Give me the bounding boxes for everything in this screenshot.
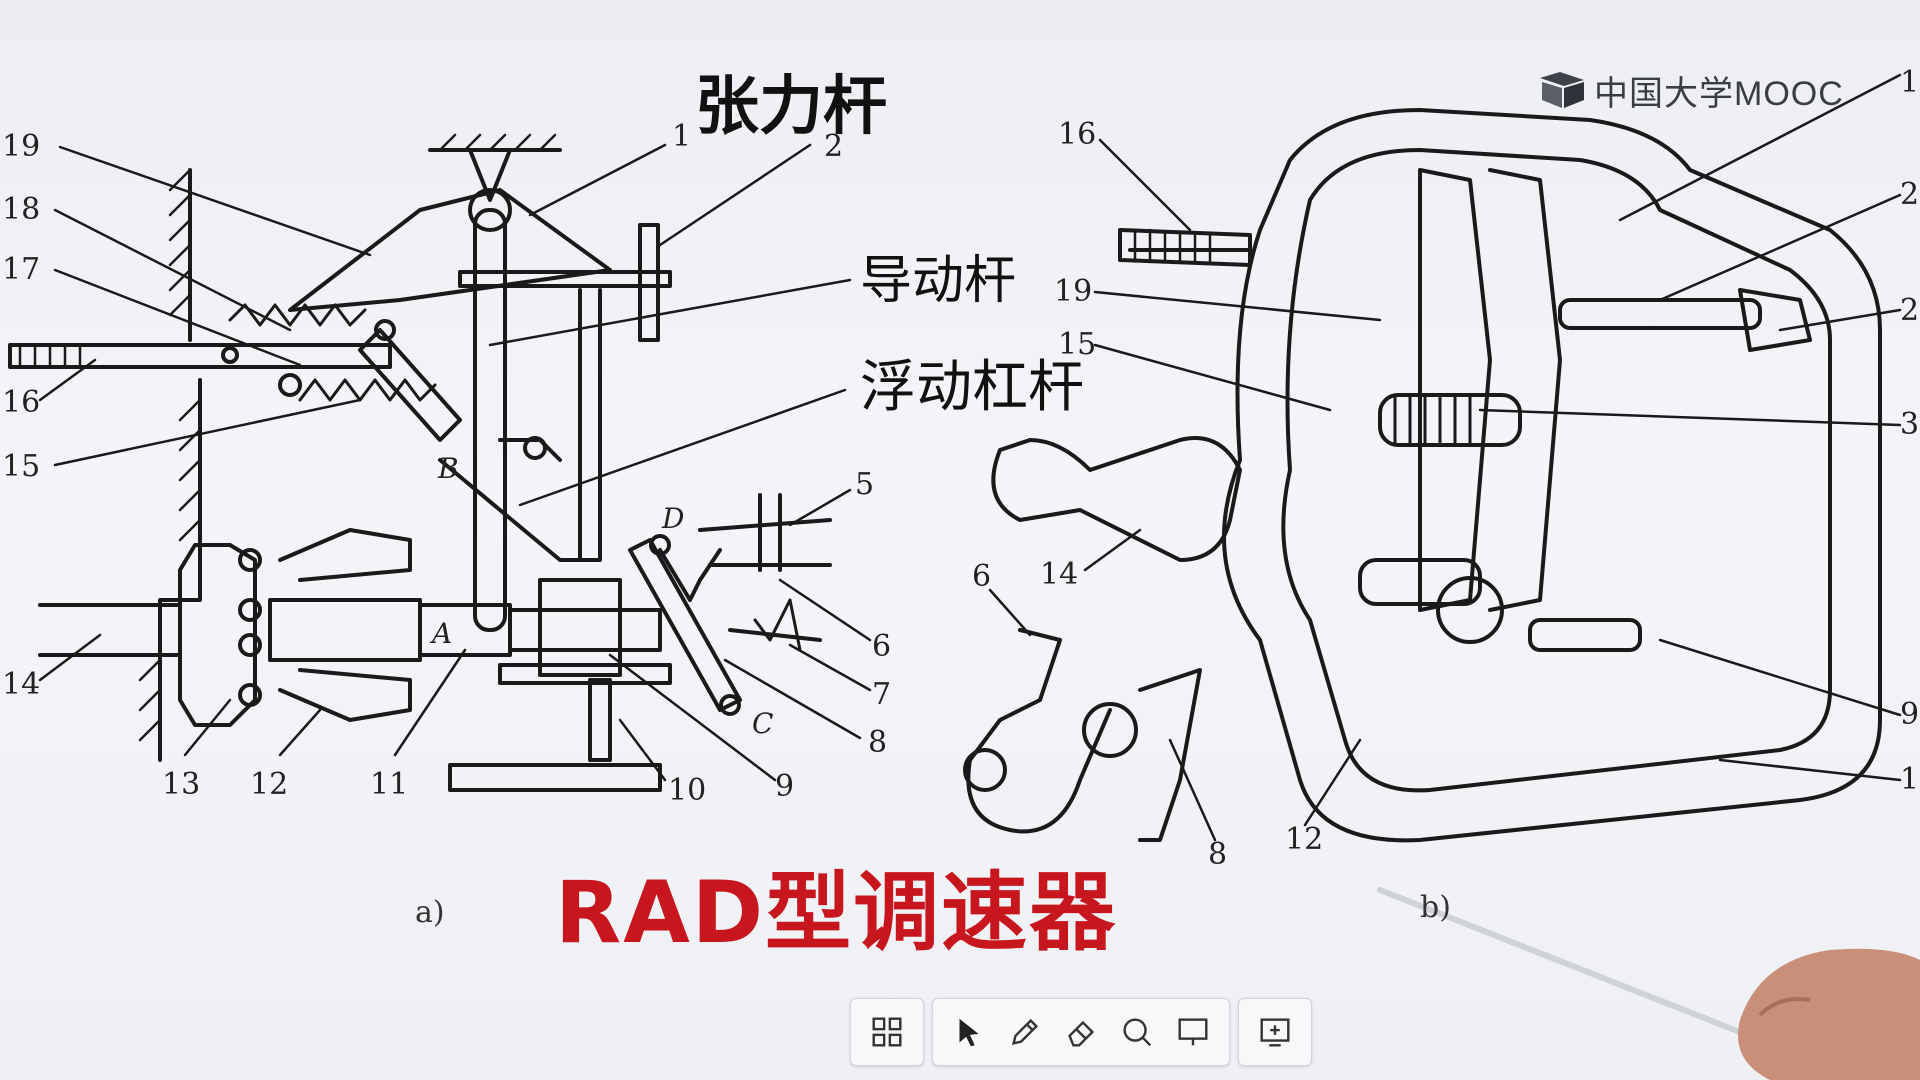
part-label: 11	[370, 767, 409, 802]
part-label: 9	[1900, 697, 1920, 732]
part-label: 2	[1900, 177, 1920, 212]
part-label: 19	[1054, 274, 1093, 309]
toolbar-group-tools	[932, 998, 1230, 1066]
part-label: 9	[775, 769, 795, 804]
presentation-button[interactable]	[1165, 1004, 1221, 1060]
part-label: 12	[1285, 822, 1324, 857]
part-label: 1	[1900, 65, 1920, 100]
part-label: 8	[1208, 837, 1228, 872]
search-button[interactable]	[1109, 1004, 1165, 1060]
pointer-icon	[959, 1018, 979, 1047]
toolbar-group-right	[1238, 998, 1312, 1066]
part-label: 1	[672, 119, 692, 154]
eraser-button[interactable]	[1053, 1004, 1109, 1060]
part-label: 6	[972, 559, 992, 594]
part-label: 5	[855, 467, 875, 502]
part-label: 2	[824, 129, 844, 164]
eraser-icon	[1068, 1020, 1095, 1047]
part-label: 16	[1058, 117, 1097, 152]
part-label: 16	[2, 385, 41, 420]
grid-icon	[872, 1017, 902, 1047]
part-label: 18	[2, 192, 41, 227]
part-label: 15	[2, 449, 41, 484]
part-label: 19	[2, 129, 41, 164]
subfigure-b-label: b)	[1420, 890, 1451, 925]
mooc-brand: 中国大学MOOC	[1538, 68, 1844, 113]
toolbar-group-left	[850, 998, 924, 1066]
grid-button[interactable]	[859, 1004, 915, 1060]
main-title: RAD型调速器	[555, 863, 1118, 963]
part-label: 7	[872, 677, 892, 712]
part-label: 12	[250, 767, 289, 802]
label-floating-lever: 浮动杠杆	[860, 355, 1084, 420]
screen-icon	[1260, 1018, 1290, 1047]
part-label: 17	[2, 252, 41, 287]
presentation-icon	[1178, 1018, 1208, 1046]
part-label: 14	[1040, 557, 1079, 592]
part-label: 8	[868, 725, 888, 760]
point-label: B	[438, 452, 459, 485]
part-label: 3	[1900, 407, 1920, 442]
pen-icon	[1011, 1018, 1039, 1046]
brand-name: 中国大学MOOC	[1594, 74, 1844, 113]
part-label: 14	[2, 667, 41, 702]
pointer-button[interactable]	[941, 1004, 997, 1060]
presentation-toolbar	[850, 998, 1312, 1066]
title-tension-rod: 张力杆	[695, 70, 887, 144]
subfigure-a-label: a)	[415, 895, 445, 930]
part-label: 13	[162, 767, 201, 802]
point-label: D	[662, 502, 685, 535]
presenter-hand	[1738, 948, 1920, 1080]
part-label: 6	[872, 629, 892, 664]
part-label: 2	[1900, 293, 1920, 328]
point-label: C	[752, 707, 774, 740]
screen-button[interactable]	[1247, 1004, 1303, 1060]
part-label: 15	[1058, 327, 1097, 362]
label-guide-rod: 导动杆	[860, 251, 1017, 311]
point-label: A	[432, 617, 453, 650]
mooc-logo-icon	[1540, 72, 1584, 108]
search-icon	[1123, 1018, 1152, 1047]
part-label: 1	[1900, 762, 1920, 797]
pen-button[interactable]	[997, 1004, 1053, 1060]
part-label: 10	[668, 773, 707, 808]
